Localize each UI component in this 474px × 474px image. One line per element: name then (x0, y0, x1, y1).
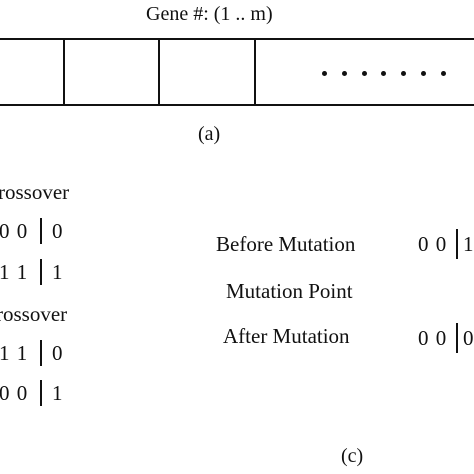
after-mutation-bits: 0 0 (418, 326, 448, 350)
panel-c-caption: (c) (341, 445, 364, 467)
ellipsis-dot (401, 71, 407, 76)
gene-cell-divider (63, 40, 65, 104)
before-crossover-label: rossover (0, 180, 70, 204)
gene-cell-divider (158, 40, 160, 104)
ellipsis-dot (440, 71, 446, 76)
crossover-point-bar (40, 259, 42, 285)
ellipsis-dot (361, 71, 367, 76)
child1-bits-right: 0 (52, 341, 64, 365)
child2-bits-right: 1 (52, 381, 64, 405)
before-mutation-label: Before Mutation (216, 232, 356, 256)
crossover-point-bar (40, 380, 42, 406)
gene-cell-divider (254, 40, 256, 104)
mutation-point-label: Mutation Point (226, 279, 353, 303)
chromosome-strip (0, 38, 474, 106)
gene-number-header: Gene #: (1 .. m) (146, 3, 273, 25)
after-mutation-label: After Mutation (223, 324, 350, 348)
ellipsis-dot (381, 71, 387, 76)
parent2-bits-right: 1 (52, 260, 64, 284)
ellipsis-dot (322, 71, 327, 76)
crossover-point-bar (40, 340, 42, 366)
parent2-bits-left: 1 1 (0, 260, 29, 284)
parent1-bits-left: 0 0 (0, 219, 29, 243)
panel-a-caption: (a) (198, 123, 221, 145)
before-mutation-bits: 0 0 (418, 232, 448, 256)
crossover-point-bar (40, 218, 42, 244)
parent1-bits-right: 0 (52, 219, 64, 243)
mutation-point-bar (456, 323, 458, 353)
after-mutation-tail: 0 (463, 326, 474, 350)
child1-bits-left: 1 1 (0, 341, 29, 365)
ellipsis-dots (322, 71, 446, 77)
ellipsis-dot (341, 71, 347, 76)
before-mutation-tail: 1 (463, 232, 474, 256)
ellipsis-dot (421, 71, 427, 76)
after-crossover-label: rossover (0, 302, 68, 326)
mutation-point-bar (456, 229, 458, 259)
child2-bits-left: 0 0 (0, 381, 29, 405)
